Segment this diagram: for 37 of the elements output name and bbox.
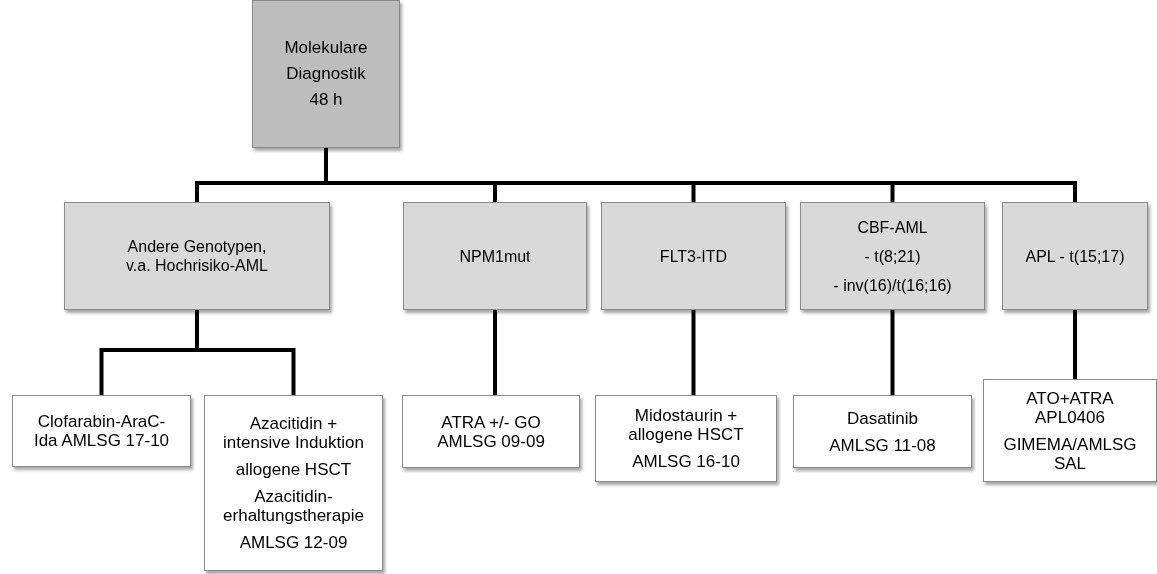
node-text: ATO+ATRA APL0406	[1025, 388, 1115, 427]
node-text: ATRA +/- GO AMLSG 09-09	[436, 412, 546, 451]
therapy-box	[983, 379, 1157, 482]
therapy-box	[595, 395, 777, 482]
node-text: Azacitidin + intensive Induktion	[222, 414, 365, 452]
node-text: FLT3-ITD	[659, 246, 728, 266]
therapy-box	[204, 395, 383, 571]
node-text: allogene HSCT	[235, 460, 352, 479]
connector-line	[1073, 310, 1077, 379]
genotype-box	[64, 202, 330, 310]
node-text: CBF-AML	[857, 217, 928, 237]
node-text: - inv(16)/t(16;16)	[833, 275, 952, 295]
diagnostics-box	[252, 0, 400, 148]
node-text: AMLSG 16-10	[632, 452, 740, 471]
node-text: - t(8;21)	[864, 246, 921, 266]
therapy-box	[12, 395, 191, 467]
node-text: Molekulare Diagnostik 48 h	[283, 37, 369, 111]
node-text: GIMEMA/AMLSG SAL	[1003, 434, 1137, 473]
node-text: AMLSG 11-08	[829, 435, 936, 455]
connector-line	[493, 310, 497, 395]
genotype-box	[800, 202, 985, 310]
node-text: Azacitidin-erhaltungstherapie	[222, 487, 365, 525]
genotype-box	[601, 202, 786, 310]
connector-line	[691, 310, 696, 395]
connector-line	[890, 310, 895, 395]
therapy-box	[793, 395, 972, 468]
node-text: APL - t(15;17)	[1025, 246, 1125, 266]
node-text: Andere Genotypen, v.a. Hochrisiko-AML	[125, 237, 269, 275]
connector-line	[195, 310, 296, 395]
node-text: Clofarabin-AraC-Ida AMLSG 17-10	[32, 412, 171, 450]
node-text: AMLSG 12-09	[239, 533, 348, 552]
therapy-box	[402, 395, 580, 468]
node-text: Dasatinib	[847, 408, 918, 428]
genotype-box	[1002, 202, 1148, 310]
node-text: NPM1mut	[459, 246, 531, 266]
node-text: Midostaurin + allogene HSCT	[627, 406, 745, 444]
genotype-box	[403, 202, 587, 310]
